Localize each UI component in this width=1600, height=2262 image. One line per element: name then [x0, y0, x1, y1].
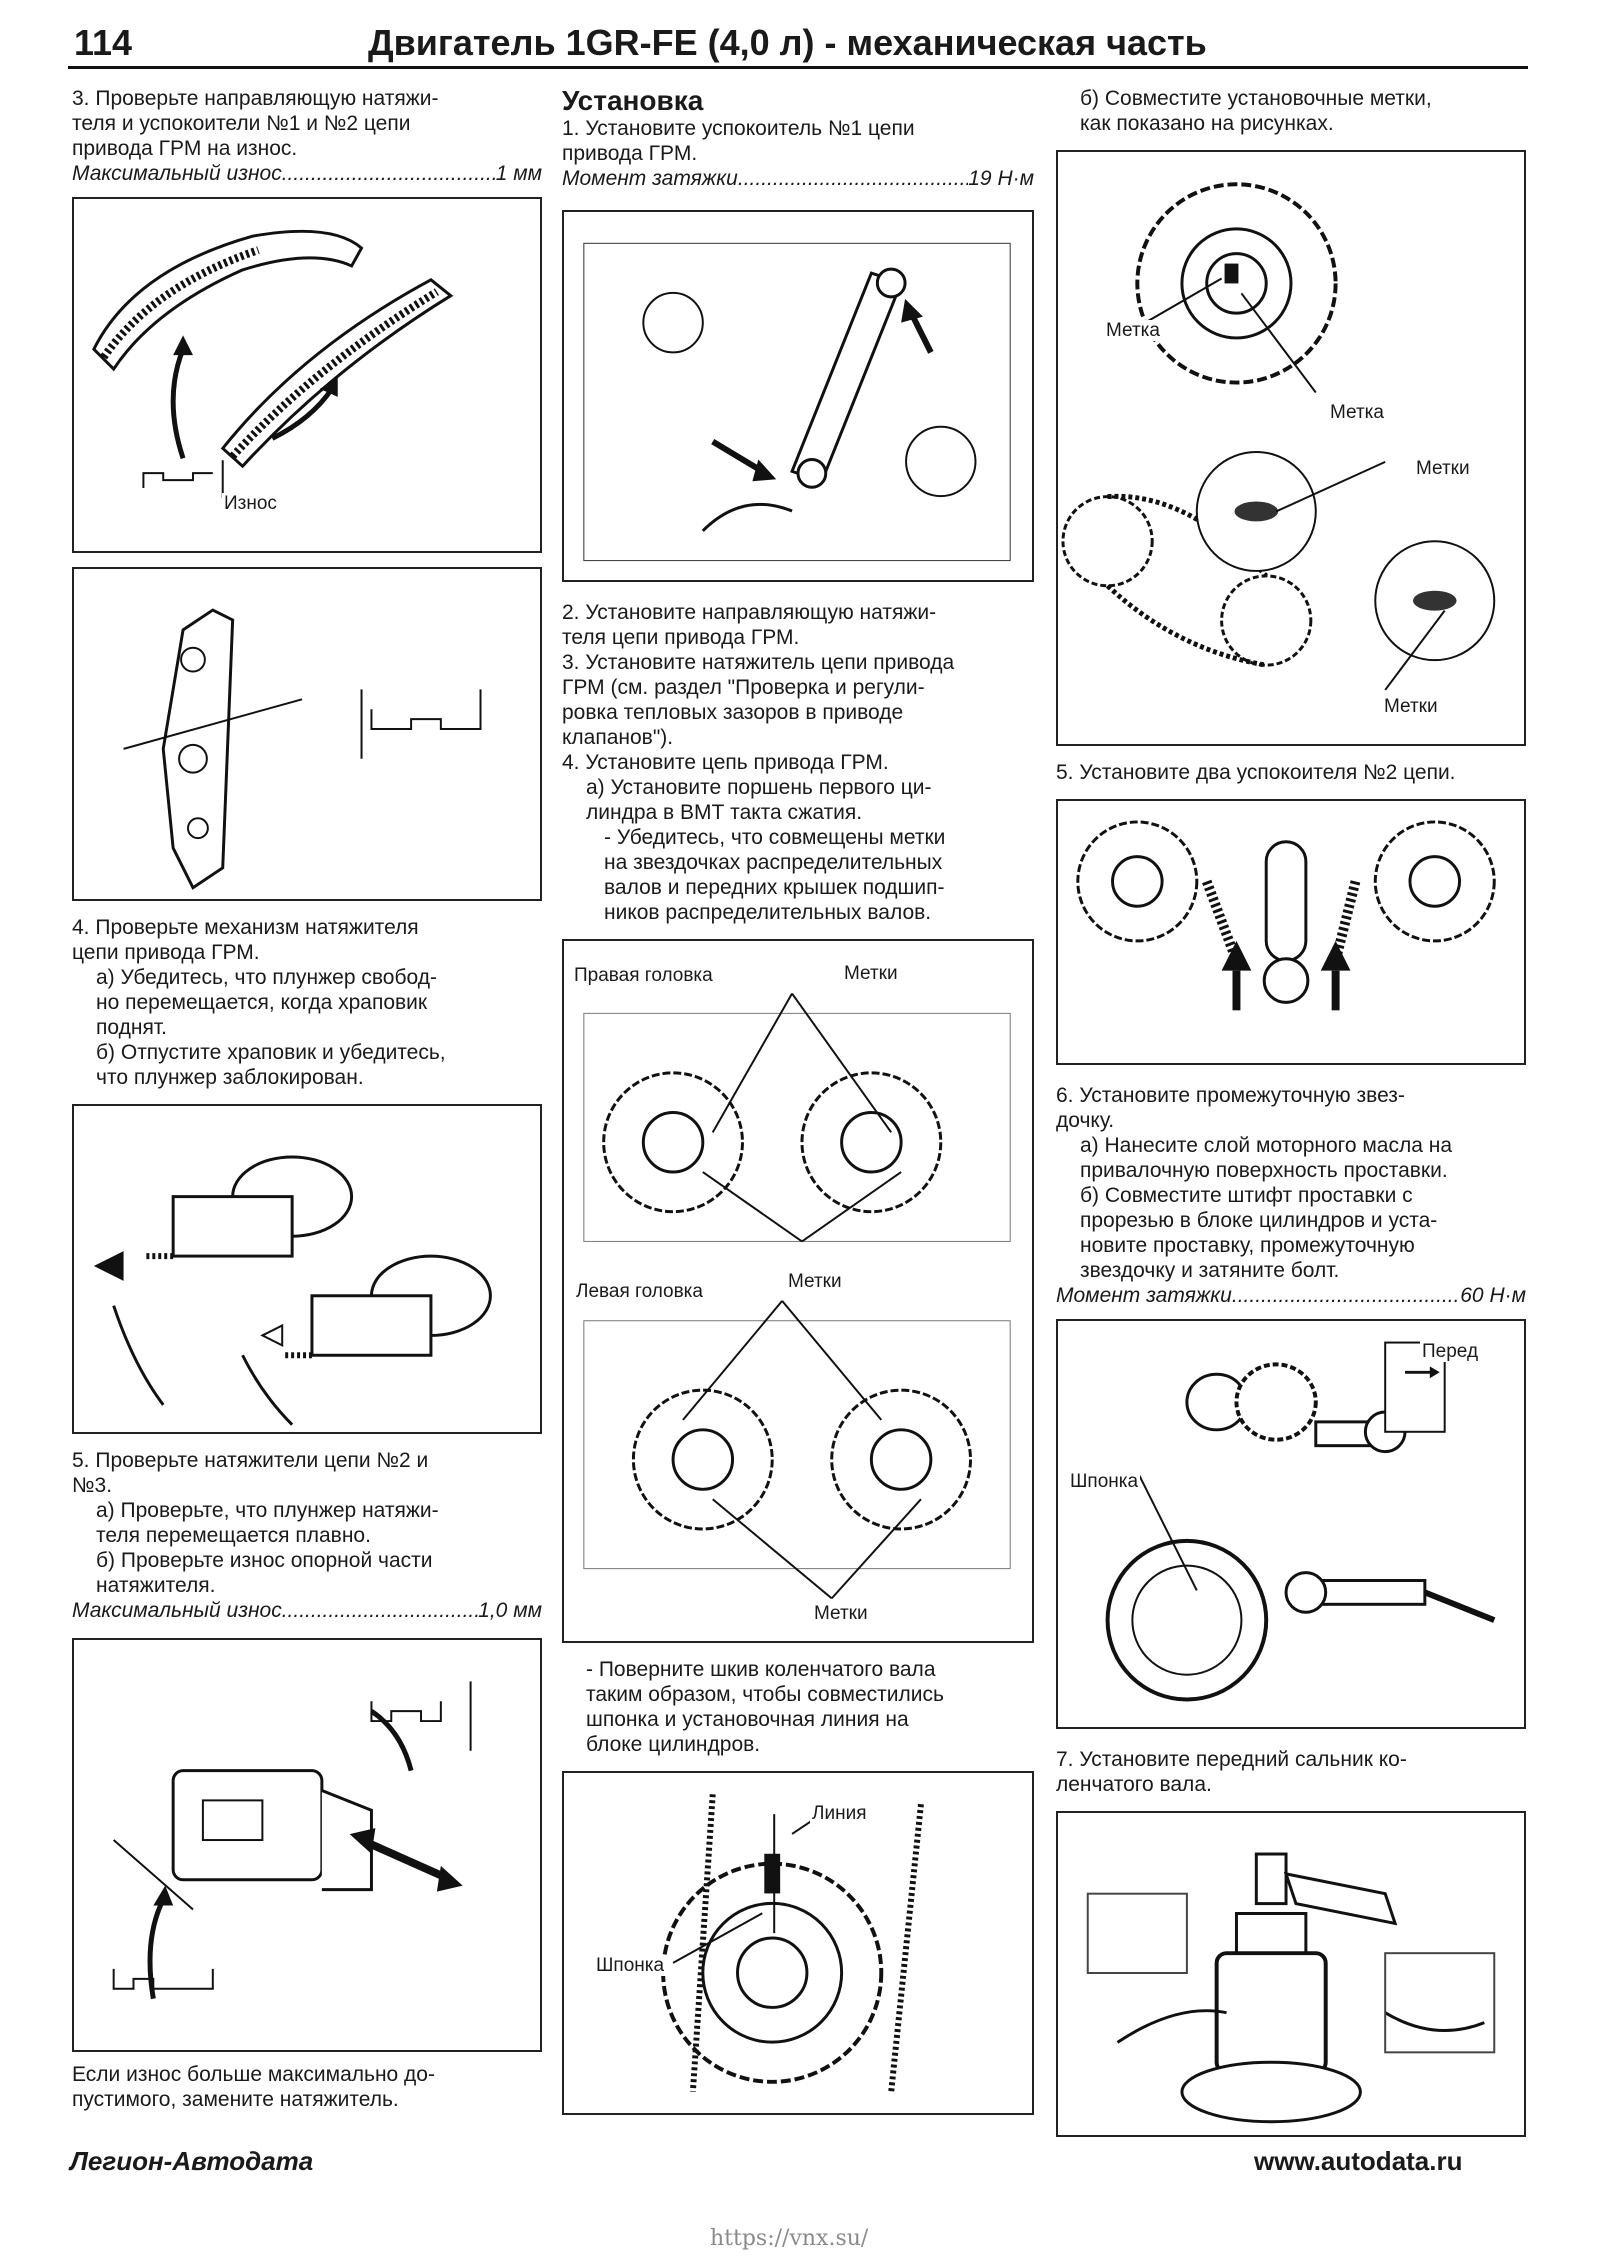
item3-spec: Максимальный износ1 мм — [72, 161, 542, 187]
label-marks-2: Метки — [786, 1271, 844, 1292]
step5-text: 5. Установите два успокоителя №2 цепи. — [1056, 761, 1456, 784]
steps-2-4-text: 2. Установите направляющую натяжи- теля … — [562, 601, 955, 924]
idler-sprocket-drawing — [1105, 1341, 1496, 1702]
label-marks-a: Метки — [1414, 458, 1472, 479]
item5-spec: Максимальный износ1,0 мм — [72, 1598, 542, 1624]
tensioner-plunger-drawing — [93, 1155, 492, 1426]
footer-watermark: https://vnx.su/ — [710, 2226, 869, 2251]
tensioner-guide-drawing — [123, 608, 482, 890]
dampers-no2-drawing — [1076, 820, 1496, 1011]
camshaft-marks-drawing — [583, 992, 1011, 1600]
label-line: Линия — [810, 1803, 869, 1824]
timing-marks-drawing — [1061, 182, 1496, 691]
tensioner-no2-drawing — [112, 1681, 472, 2000]
step4b-text: б) Совместите установочные метки, как по… — [1080, 87, 1432, 135]
section-heading-installation: Установка — [562, 85, 704, 116]
figure-chain-guides-wear: Износ — [72, 197, 542, 553]
figure-idler-sprocket: Перед Шпонка — [1056, 1319, 1526, 1729]
step7-text: 7. Установите передний сальник ко- ленча… — [1056, 1748, 1407, 1796]
label-mark-b: Метка — [1328, 402, 1386, 423]
label-right-head: Правая головка — [572, 965, 715, 986]
label-marks-1: Метки — [842, 963, 900, 984]
figure-crankshaft-seal — [1056, 1811, 1526, 2137]
crankshaft-key-drawing — [661, 1794, 924, 2093]
page-number: 114 — [74, 22, 133, 63]
label-front: Перед — [1420, 1341, 1481, 1362]
label-left-head: Левая головка — [574, 1281, 705, 1302]
step6-spec: Момент затяжки60 Н·м — [1056, 1283, 1526, 1309]
figure-tensioner-guide — [72, 567, 542, 901]
page-header: 114 Двигатель 1GR-FE (4,0 л) - механичес… — [68, 14, 1528, 69]
figure-damper-no1 — [562, 210, 1034, 582]
bottom-note: Если износ больше максимально до- пустим… — [72, 2063, 435, 2111]
figure-tensioner-plunger — [72, 1104, 542, 1434]
column-middle: Установка 1. Установите успокоитель №1 ц… — [562, 86, 1034, 2115]
step6-text: 6. Установите промежуточную звез- дочку.… — [1056, 1084, 1453, 1282]
footer-site: www.autodata.ru — [1254, 2146, 1463, 2176]
figure-tensioner-no2 — [72, 1638, 542, 2052]
label-wear: Износ — [222, 493, 279, 514]
label-marks-b: Метки — [1382, 696, 1440, 717]
crankshaft-text: - Поверните шкив коленчатого вала таким … — [586, 1658, 944, 1756]
page-title: Двигатель 1GR-FE (4,0 л) - механическая … — [368, 22, 1207, 63]
footer-publisher: Легион-Автодата — [70, 2146, 314, 2176]
label-idler-key: Шпонка — [1068, 1471, 1141, 1492]
figure-crankshaft-key: Линия Шпонка — [562, 1771, 1034, 2115]
column-left: 3. Проверьте направляющую натяжи- теля и… — [72, 86, 542, 2112]
item4-text: 4. Проверьте механизм натяжителя цепи пр… — [72, 916, 446, 1089]
item3-text: 3. Проверьте направляющую натяжи- теля и… — [72, 87, 439, 160]
label-mark-a: Метка — [1104, 320, 1162, 341]
item5-text: 5. Проверьте натяжители цепи №2 и №3. а)… — [72, 1449, 439, 1597]
chain-guides-drawing — [92, 229, 454, 498]
crankshaft-seal-drawing — [1086, 1852, 1496, 2124]
figure-dampers-no2 — [1056, 799, 1526, 1065]
figure-timing-marks: Метка Метка Метки Метки — [1056, 150, 1526, 746]
label-marks-3: Метки — [812, 1603, 870, 1624]
figure-camshaft-marks: Правая головка Метки Левая головка Метки… — [562, 939, 1034, 1643]
label-key: Шпонка — [594, 1955, 667, 1976]
step1-spec: Момент затяжки19 Н·м — [562, 166, 1034, 192]
damper-no1-drawing — [583, 242, 1011, 562]
column-right: б) Совместите установочные метки, как по… — [1056, 86, 1526, 2137]
